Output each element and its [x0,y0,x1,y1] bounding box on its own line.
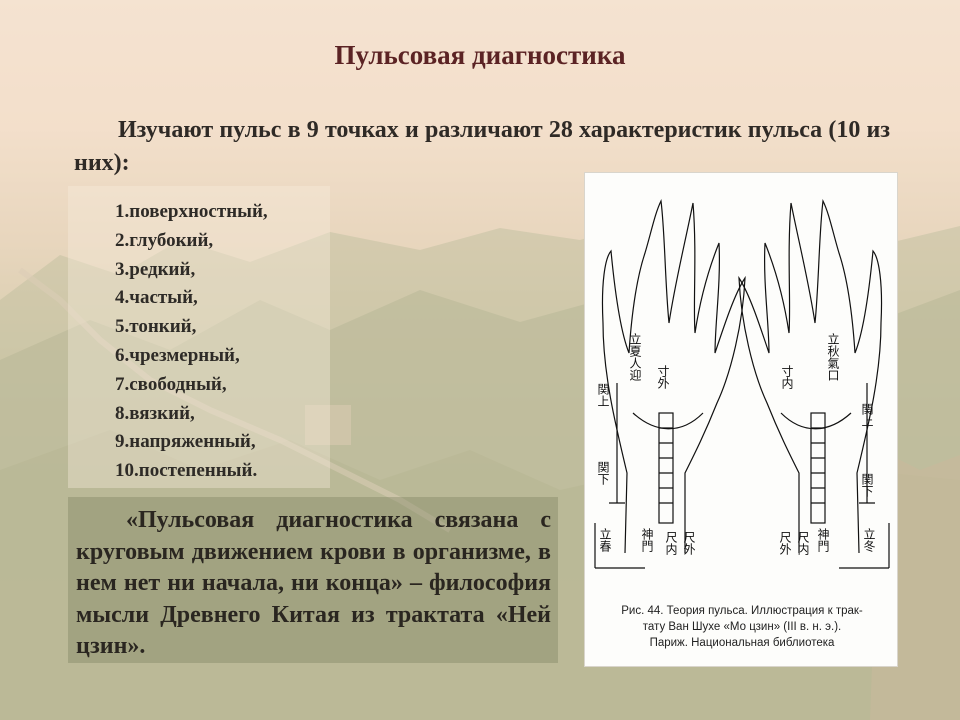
left-label-spring: 立春 [598,527,612,553]
left-label-chi: 尺内 [664,531,678,555]
pulse-characteristics-list: 1.поверхностный, 2.глубокий, 3.редкий, 4… [115,198,268,486]
list-item: 1.поверхностный, [115,201,268,222]
left-label-cun: 寸外 [656,365,670,389]
list-item: 7.свободный, [115,373,227,395]
intro-paragraph: Изучают пульс в 9 точках и различают 28 … [74,114,890,180]
caption-line: Париж. Национальная библиотека [649,637,835,649]
list-item: 9.напряженный, [115,431,256,453]
list-item: 8.вязкий, [115,402,195,424]
right-hand-outline [738,198,883,554]
caption-line: тату Ван Шухе «Мо цзин» (III в. н. э.). [642,621,842,633]
right-label-guan-upper: 関上 [860,403,874,427]
right-label-vertical: 立秋氣口 [826,332,840,381]
right-label-winter: 立冬 [862,527,876,553]
figure-caption: Рис. 44. Теория пульса. Иллюстрация к тр… [595,603,889,651]
slide-title: Пульсовая диагностика [334,40,626,70]
quote-text: «Пульсовая диагностика связана с круговы… [76,507,551,659]
left-label-vertical: 立夏人迎 [628,332,642,381]
quote-panel [68,497,558,663]
quote-paragraph: «Пульсовая диагностика связана с круговы… [76,505,551,663]
right-label-cun: 寸内 [780,365,794,389]
list-item: 4.частый, [115,287,198,309]
left-label-shenmen: 神門 [640,528,654,552]
list-item: 3.редкий, [115,258,196,280]
pulse-theory-figure: 立夏人迎 寸外 関上 関下 神門 尺内 尺外 立春 立秋氣口 寸内 関上 関下 … [584,172,898,667]
caption-line: Рис. 44. Теория пульса. Иллюстрация к тр… [621,605,863,617]
right-label-shenmen: 神門 [816,528,830,552]
left-label-guan-upper: 関上 [596,383,610,407]
list-item: 10.постепенный. [115,460,258,482]
right-label-guan-lower: 関下 [860,473,874,497]
intro-text: Изучают пульс в 9 точках и различают 28 … [74,117,890,176]
list-item: 2.глубокий, [115,229,214,251]
left-label-chi2: 尺外 [682,531,696,555]
left-label-guan-lower: 関下 [596,461,610,485]
list-item: 5.тонкий, [115,316,197,338]
right-label-chi2: 尺内 [796,531,810,555]
list-item: 6.чрезмерный, [115,344,240,366]
hands-illustration: 立夏人迎 寸外 関上 関下 神門 尺内 尺外 立春 立秋氣口 寸内 関上 関下 … [594,198,890,569]
left-hand-outline [601,198,746,554]
list-panel [68,186,330,488]
right-label-chi: 尺外 [778,531,792,555]
